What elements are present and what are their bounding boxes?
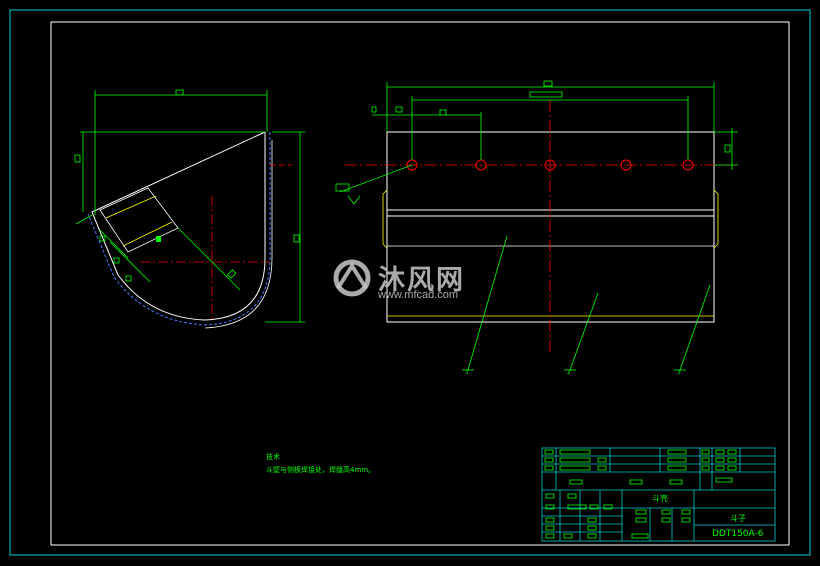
- bolt-hole: [620, 159, 632, 171]
- front-view: 1 2 3: [335, 80, 740, 376]
- bucket-front-outline: [386, 131, 715, 323]
- assembly-label: 斗壳: [652, 494, 668, 503]
- outer-frame: [9, 9, 811, 556]
- side-view: [74, 89, 305, 329]
- drawing-number: DDT150A-6: [712, 529, 764, 539]
- title-block: [541, 447, 776, 542]
- part-name: 斗子: [730, 514, 746, 523]
- watermark-url: www.mfcad.com: [378, 289, 459, 301]
- bucket-side-inner: [87, 132, 271, 326]
- technical-note-body: 斗壁与侧板焊接处，焊缝高4mm。: [266, 466, 376, 474]
- balloon-3: 3: [677, 369, 681, 376]
- balloon-1: 1: [465, 369, 469, 376]
- inner-frame: [50, 21, 790, 546]
- watermark-brand: 沐风网: [378, 265, 465, 296]
- technical-note-title: 技术: [266, 453, 280, 461]
- balloon-2: 2: [567, 369, 571, 376]
- bolt-hole: [544, 159, 556, 171]
- lip-plate: [99, 187, 179, 253]
- bucket-side-outline: [91, 131, 266, 321]
